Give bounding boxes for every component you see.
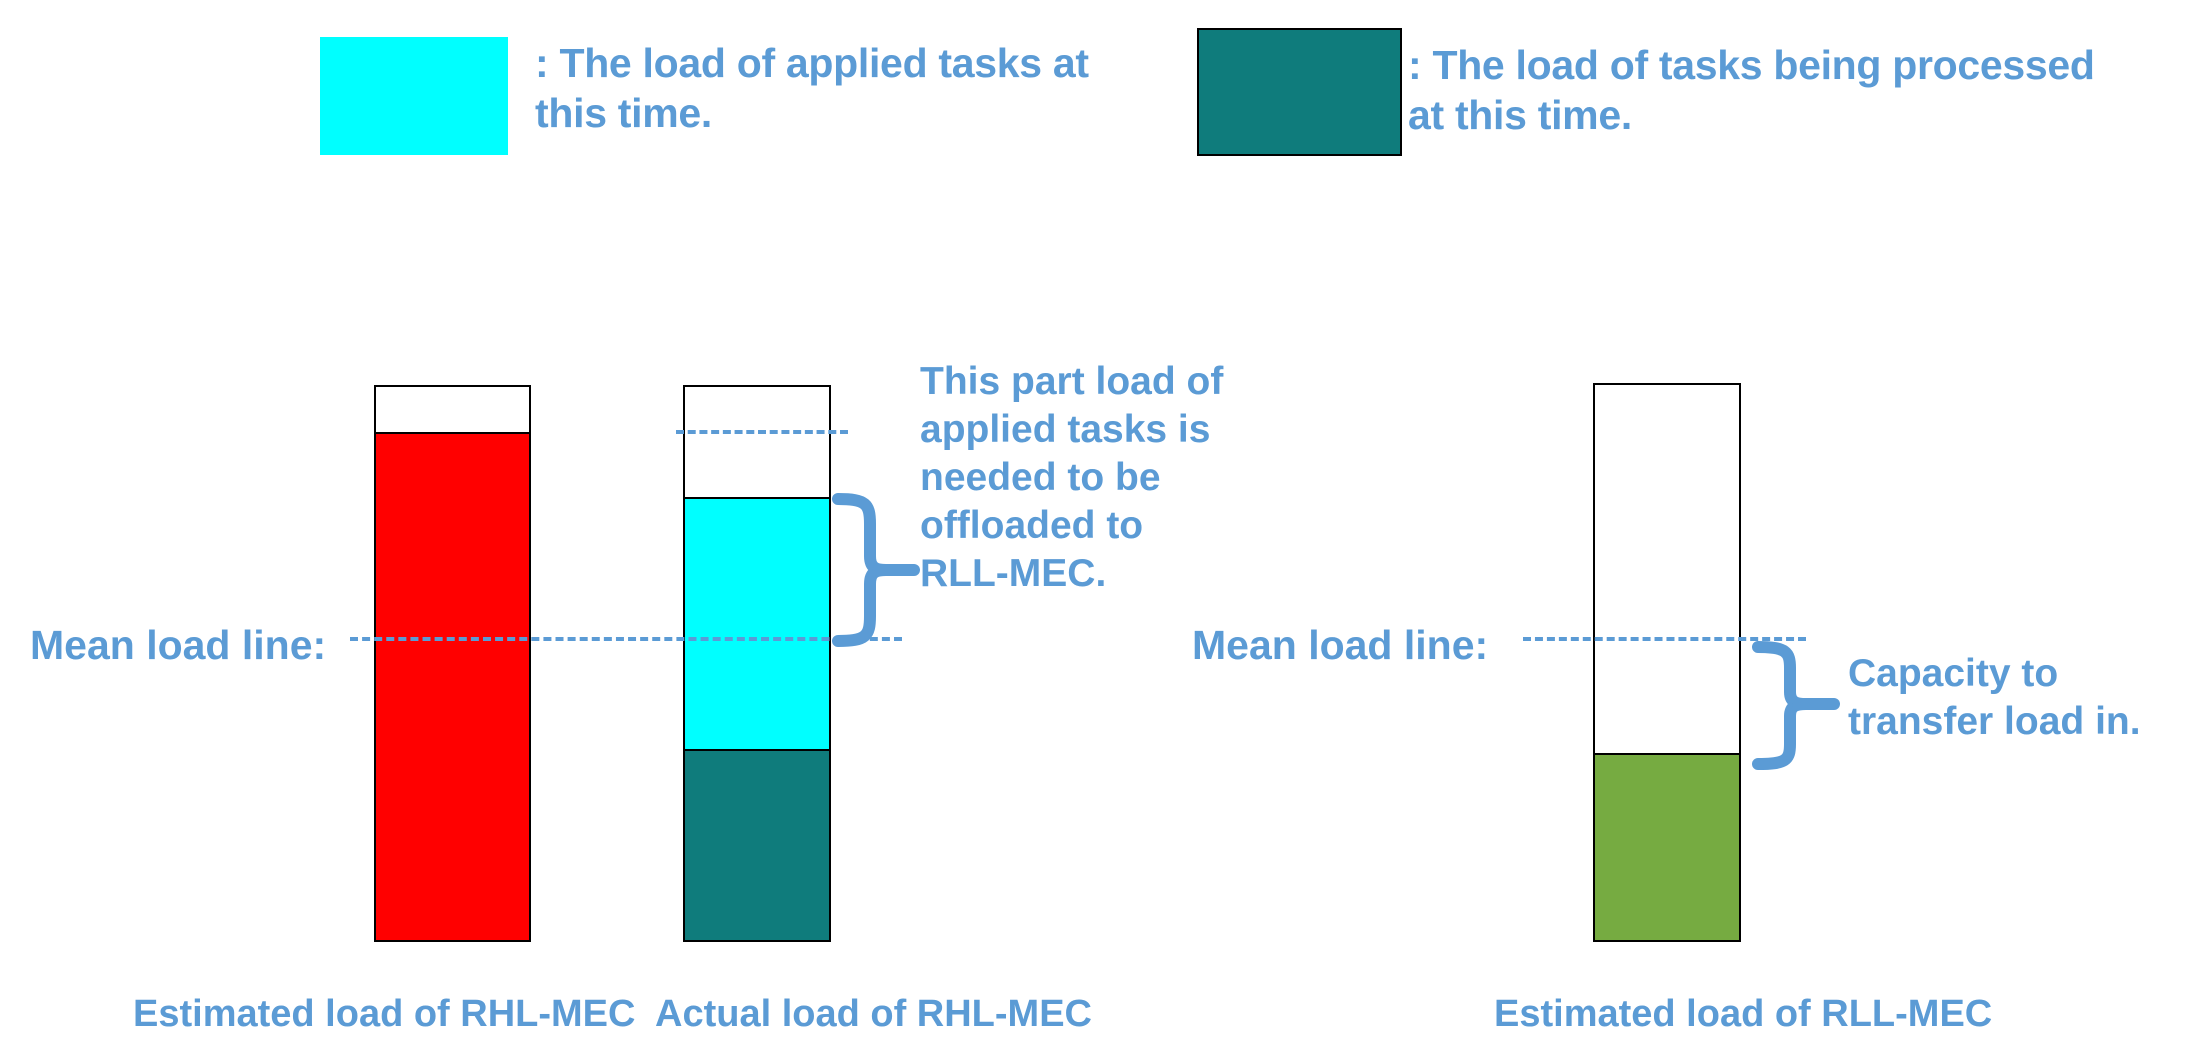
legend-label-processing-tasks: : The load of tasks being processed at t… <box>1408 42 2095 138</box>
brace-capacity-range <box>1752 641 1840 770</box>
mean-load-dashed-line-left <box>350 637 902 641</box>
bar-actual-load-rhl-mec <box>683 385 831 942</box>
mean-load-line-label-right: Mean load line: <box>1192 622 1489 668</box>
legend-swatch-processing-tasks <box>1197 28 1402 156</box>
legend-label-applied-tasks: : The load of applied tasks at this time… <box>535 40 1089 136</box>
bar-caption-actual-load-rhl-mec: Actual load of RHL-MEC <box>655 993 1092 1035</box>
bar-segment-estimated-load-fill <box>1595 753 1739 940</box>
mean-load-dashed-line-right <box>1523 637 1806 641</box>
bar-estimated-load-rhl-mec <box>374 385 531 942</box>
bar-caption-estimated-load-rll-mec: Estimated load of RLL-MEC <box>1494 993 1993 1035</box>
mean-load-line-label-left: Mean load line: <box>30 622 327 668</box>
bar-segment-processing-tasks-load <box>685 749 829 940</box>
callout-capacity-text: Capacity to transfer load in. <box>1848 652 2141 743</box>
legend-swatch-applied-tasks <box>320 37 508 155</box>
brace-offload-range <box>832 493 920 647</box>
callout-offload-text: This part load of applied tasks is neede… <box>920 360 1224 595</box>
bar-estimated-load-rll-mec <box>1593 383 1741 942</box>
estimated-load-marker-line <box>676 430 848 434</box>
bar-segment-estimated-load-fill <box>376 432 529 940</box>
bar-segment-applied-tasks-load <box>685 497 829 749</box>
bar-caption-estimated-load-rhl-mec: Estimated load of RHL-MEC <box>133 993 636 1035</box>
